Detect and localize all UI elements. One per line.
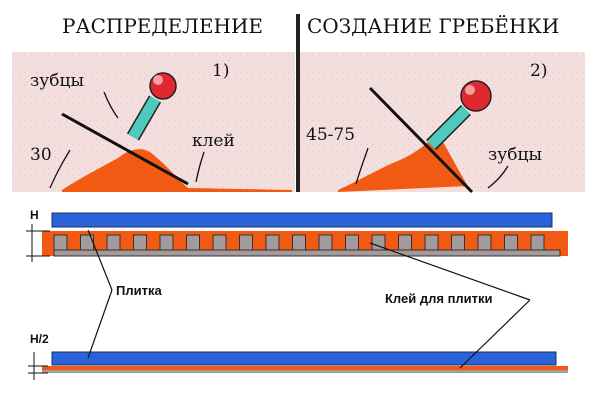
comb-tooth [371, 234, 386, 253]
comb-tooth [530, 234, 545, 253]
comb-teeth [53, 234, 561, 257]
trowel-handle-1-fill [128, 96, 160, 140]
half-height-label: H/2 [30, 332, 49, 346]
adhesive-label: Клей для плитки [385, 291, 493, 306]
trowel-knob-2 [460, 80, 492, 112]
panel-comb-creation: СОЗДАНИЕ ГРЕБЁНКИ 2) 45-75 зубцы [300, 14, 585, 194]
angle-arc-1 [49, 149, 71, 189]
trowel-blade-2 [368, 86, 474, 194]
arrow-adhesive-1 [195, 151, 205, 183]
comb-tooth [239, 234, 253, 253]
comb-tooth [345, 234, 359, 253]
arrow-teeth-1 [103, 91, 119, 119]
label-angle-1: 30 [30, 145, 52, 165]
tile-profile-half: H/2 [28, 332, 568, 380]
comb-tooth [133, 234, 147, 253]
label-adhesive-1: клей [192, 131, 235, 151]
tile-profile-full: H [26, 208, 568, 262]
panel-1-title: РАСПРЕДЕЛЕНИЕ [62, 14, 263, 38]
adhesive-layer-bottom [42, 366, 568, 370]
comb-tooth [53, 234, 68, 253]
comb-tooth [504, 234, 518, 253]
comb-tooth [265, 234, 280, 253]
tile-label: Плитка [116, 283, 162, 298]
comb-tooth [451, 234, 465, 253]
trowel-blade-1 [61, 112, 189, 186]
trowel-knob-2-cap [465, 85, 475, 95]
substrate-layer-bottom [42, 370, 568, 373]
adhesive-mound-1 [62, 149, 292, 192]
tile-leader-1 [87, 229, 113, 291]
comb-tooth [186, 234, 200, 253]
trowel-handle-2-fill [427, 106, 470, 149]
trowel-knob-1-cap [153, 75, 163, 85]
comb-tooth [424, 234, 439, 253]
adhesive-leader-2 [459, 299, 531, 369]
comb-tooth [212, 234, 227, 253]
comb-tooth [159, 234, 174, 253]
callouts: Плитка Клей для плитки [87, 229, 531, 369]
adhesive-leader-1 [369, 242, 531, 301]
panel-2-number: 2) [530, 61, 547, 81]
label-teeth-1: зубцы [30, 71, 84, 91]
comb-tooth [477, 234, 492, 253]
comb-tooth [398, 234, 412, 253]
comb-tooth [106, 234, 121, 253]
panel-distribution: РАСПРЕДЕЛЕНИЕ 1) зубцы клей 30 [12, 14, 295, 192]
panel-2-title: СОЗДАНИЕ ГРЕБЁНКИ [307, 14, 559, 38]
label-angle-2: 45-75 [306, 125, 355, 145]
comb-base [53, 249, 561, 257]
comb-tooth [318, 234, 333, 253]
arrow-teeth-2 [487, 165, 509, 189]
angle-arc-2 [355, 147, 369, 185]
tile-leader-2 [87, 289, 113, 359]
tile-bar-top [51, 212, 553, 228]
panel-1-number: 1) [212, 61, 229, 81]
height-label: H [30, 208, 39, 222]
label-teeth-2: зубцы [488, 145, 542, 165]
tile-bar-bottom [51, 351, 557, 366]
comb-tooth [292, 234, 306, 253]
trowel-knob-1 [149, 72, 177, 100]
